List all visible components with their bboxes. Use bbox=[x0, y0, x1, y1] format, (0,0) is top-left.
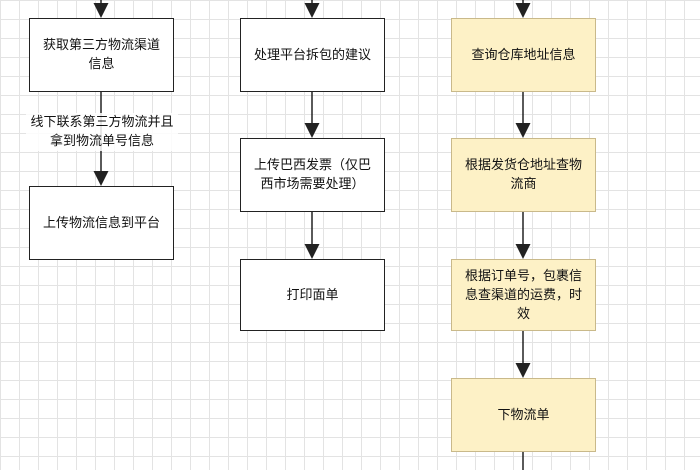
node-find-carrier-by-warehouse[interactable]: 根据发货仓地址查物流商 bbox=[451, 138, 596, 212]
edge-label-offline-contact: 线下联系第三方物流并且拿到物流单号信息 bbox=[26, 113, 178, 151]
node-query-warehouse-address[interactable]: 查询仓库地址信息 bbox=[451, 18, 596, 92]
node-query-freight-and-timeliness[interactable]: 根据订单号，包裹信息查渠道的运费，时效 bbox=[451, 259, 596, 331]
node-place-logistics-order[interactable]: 下物流单 bbox=[451, 378, 596, 452]
node-upload-brazil-invoice[interactable]: 上传巴西发票（仅巴西市场需要处理） bbox=[240, 138, 385, 212]
node-get-logistics-channel[interactable]: 获取第三方物流渠道信息 bbox=[29, 18, 174, 92]
node-upload-logistics-info[interactable]: 上传物流信息到平台 bbox=[29, 186, 174, 260]
node-print-label[interactable]: 打印面单 bbox=[240, 259, 385, 331]
node-handle-split-package-advice[interactable]: 处理平台拆包的建议 bbox=[240, 18, 385, 92]
